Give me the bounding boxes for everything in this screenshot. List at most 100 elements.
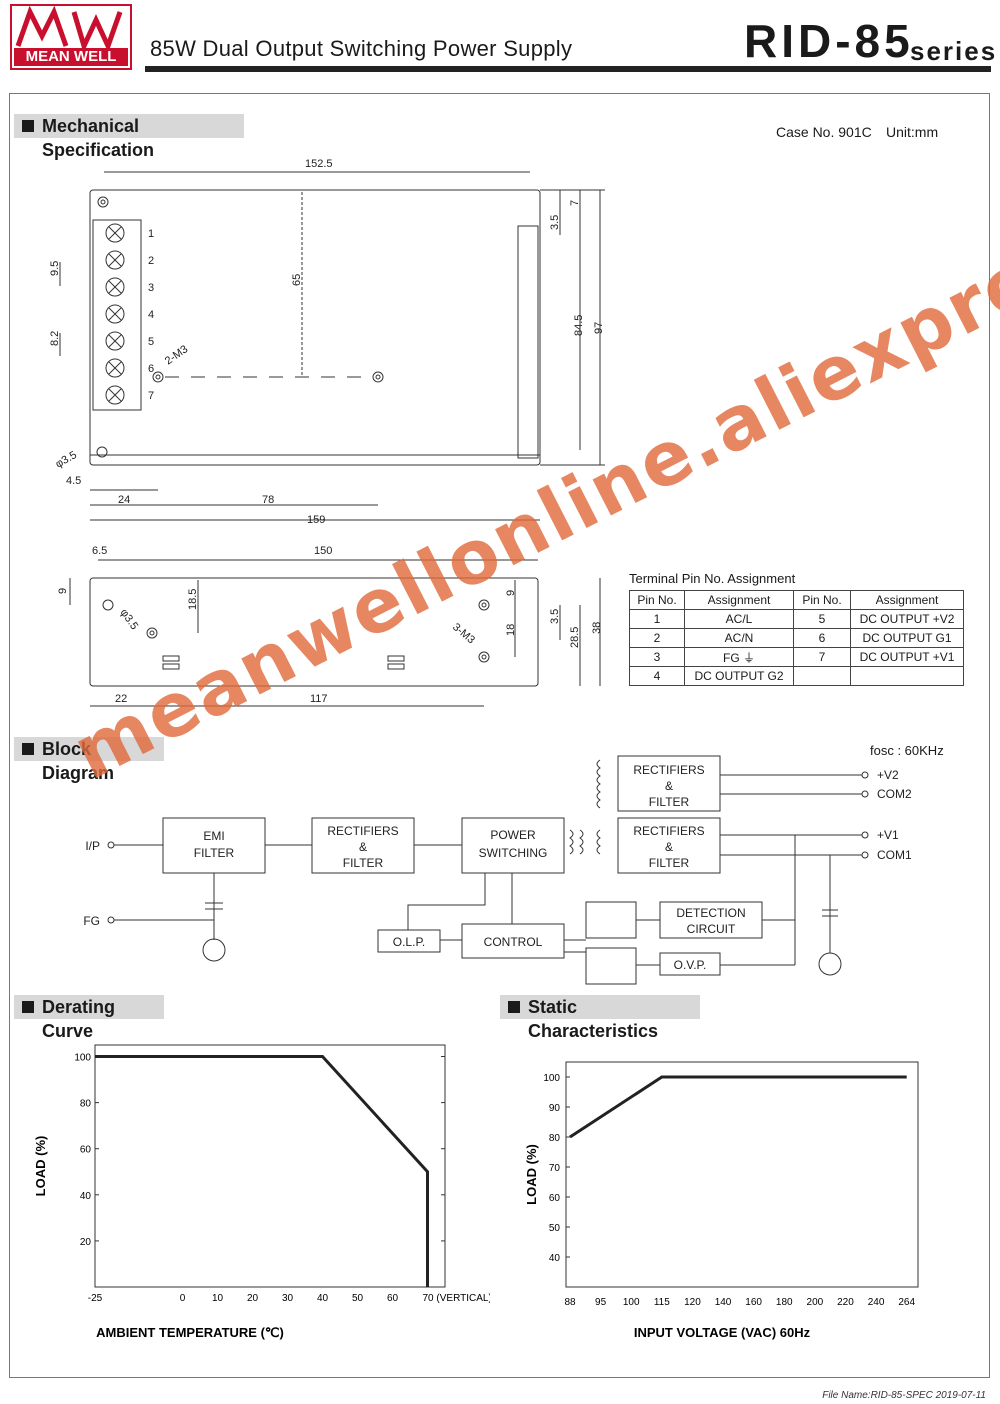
- pin-table-title: Terminal Pin No. Assignment: [629, 571, 796, 586]
- x-tick-label: 180: [776, 1297, 793, 1308]
- block-diagram-title: Block Diagram: [42, 739, 115, 783]
- terminal-number: 7: [148, 390, 154, 402]
- emi-label-1: EMI: [203, 829, 224, 843]
- olp-box: [377, 929, 441, 953]
- dim-9-5: 9.5: [49, 261, 61, 276]
- mount-hole: [146, 627, 158, 639]
- pin-table-cell: AC/L: [684, 609, 794, 629]
- rf-b-label-1: RECTIFIERS: [633, 763, 704, 777]
- rf-c-label-3: FILTER: [649, 856, 690, 870]
- terminal-screw-icon: [105, 250, 125, 270]
- pin-table-cell: 4: [629, 666, 685, 686]
- label-2-m3: 2-M3: [163, 343, 190, 367]
- side-view-outline: [89, 577, 539, 687]
- mean-well-logo: MEAN WELL: [10, 4, 132, 70]
- dim-22: 22: [115, 693, 127, 705]
- control-box: [461, 923, 565, 959]
- pin-table-header: Assignment: [684, 590, 794, 610]
- x-tick-label: 264: [898, 1297, 915, 1308]
- terminal-number: 5: [148, 336, 154, 348]
- derating-curve-title: Derating Curve: [42, 997, 116, 1041]
- control-label: CONTROL: [484, 935, 543, 949]
- com1-terminal-label: COM1: [877, 848, 912, 862]
- v2-terminal-label: +V2: [877, 768, 899, 782]
- mount-hole: [372, 371, 384, 383]
- block-diagram-heading: Block Diagram: [14, 737, 164, 783]
- ps-label-2: SWITCHING: [479, 846, 548, 860]
- pin-table-cell: DC OUTPUT G2: [684, 666, 794, 686]
- fosc-label: fosc : 60KHz: [870, 743, 944, 758]
- y-axis-label: LOAD (%): [524, 1144, 539, 1205]
- x-tick-label: 40: [317, 1293, 329, 1304]
- x-tick-label: 30: [282, 1293, 294, 1304]
- x-tick-label: 60: [387, 1293, 399, 1304]
- pin-table-header: Pin No.: [629, 590, 685, 610]
- rf-a-label-2: &: [359, 840, 367, 854]
- ps-label-1: POWER: [490, 828, 536, 842]
- pin-table-cell: 5: [793, 609, 851, 629]
- mw-logo-mark: [15, 6, 123, 50]
- bullet-square-icon: [22, 120, 34, 132]
- dim-38: 38: [591, 622, 603, 634]
- dim-8-2: 8.2: [49, 331, 61, 346]
- dim-84-5: 84.5: [573, 315, 585, 336]
- rf-c-label-2: &: [665, 840, 673, 854]
- dim-3-5: 3.5: [549, 215, 561, 230]
- detection-label-2: CIRCUIT: [687, 922, 736, 936]
- rf-a-label-3: FILTER: [343, 856, 384, 870]
- terminal-number: 1: [148, 228, 154, 240]
- y-tick-label: 80: [80, 1099, 92, 1110]
- pin-table-cell: DC OUTPUT G1: [850, 628, 964, 648]
- dim-117: 117: [310, 693, 328, 705]
- rf-b-label-2: &: [665, 779, 673, 793]
- product-subtitle: 85W Dual Output Switching Power Supply: [150, 36, 573, 61]
- bullet-square-icon: [22, 1001, 34, 1013]
- terminal-screw-icon: [105, 304, 125, 324]
- bullet-square-icon: [508, 1001, 520, 1013]
- static-series-line: [569, 1075, 907, 1139]
- emi-label-2: FILTER: [194, 846, 235, 860]
- optocoupler-2: [585, 947, 637, 985]
- terminal-block: [92, 219, 142, 411]
- pin-table-cell: 7: [793, 647, 851, 667]
- mechanical-drawing: 152.5 7 3.5 65 84.5 97 9.5 8.2 2-M3 φ3.5…: [49, 158, 605, 707]
- x-tick-label: 160: [745, 1297, 762, 1308]
- x-tick-label: 50: [352, 1293, 364, 1304]
- dim-97: 97: [593, 322, 605, 334]
- header-rule: [145, 66, 991, 72]
- rf-b-label-3: FILTER: [649, 795, 690, 809]
- x-tick-label: 240: [868, 1297, 885, 1308]
- y-tick-label: 20: [80, 1237, 92, 1248]
- y-tick-label: 50: [549, 1223, 561, 1234]
- x-tick-label: -25: [88, 1293, 103, 1304]
- pin-table-cell: 2: [629, 628, 685, 648]
- pin-table-cell: [793, 666, 851, 686]
- x-tick-label: 0: [180, 1293, 186, 1304]
- x-tick-label: 10: [212, 1293, 224, 1304]
- pin-table-cell: 6: [793, 628, 851, 648]
- dim-4-5: 4.5: [66, 475, 81, 487]
- dim-7: 7: [569, 200, 581, 206]
- label-3-m3: 3-M3: [450, 621, 477, 646]
- dim-65: 65: [291, 274, 303, 286]
- plot-area: [565, 1061, 919, 1288]
- mechanical-spec-heading: Mechanical Specification: [14, 114, 244, 160]
- com2-terminal-label: COM2: [877, 787, 912, 801]
- pin-table-header: Assignment: [850, 590, 964, 610]
- x-tick-label: 120: [684, 1297, 701, 1308]
- x-tick-label: 20: [247, 1293, 259, 1304]
- x-tick-label: 140: [715, 1297, 732, 1308]
- pin-table-header: Pin No.: [793, 590, 851, 610]
- dim-28-5: 28.5: [569, 627, 581, 648]
- y-tick-label: 60: [549, 1193, 561, 1204]
- y-axis-label: LOAD (%): [33, 1136, 48, 1197]
- static-characteristics-heading: Static Characteristics: [500, 995, 700, 1041]
- mount-hole: [102, 599, 114, 611]
- x-axis-label: AMBIENT TEMPERATURE (℃): [96, 1325, 284, 1340]
- mount-hole: [478, 651, 490, 663]
- x-axis-label: INPUT VOLTAGE (VAC) 60Hz: [634, 1325, 811, 1340]
